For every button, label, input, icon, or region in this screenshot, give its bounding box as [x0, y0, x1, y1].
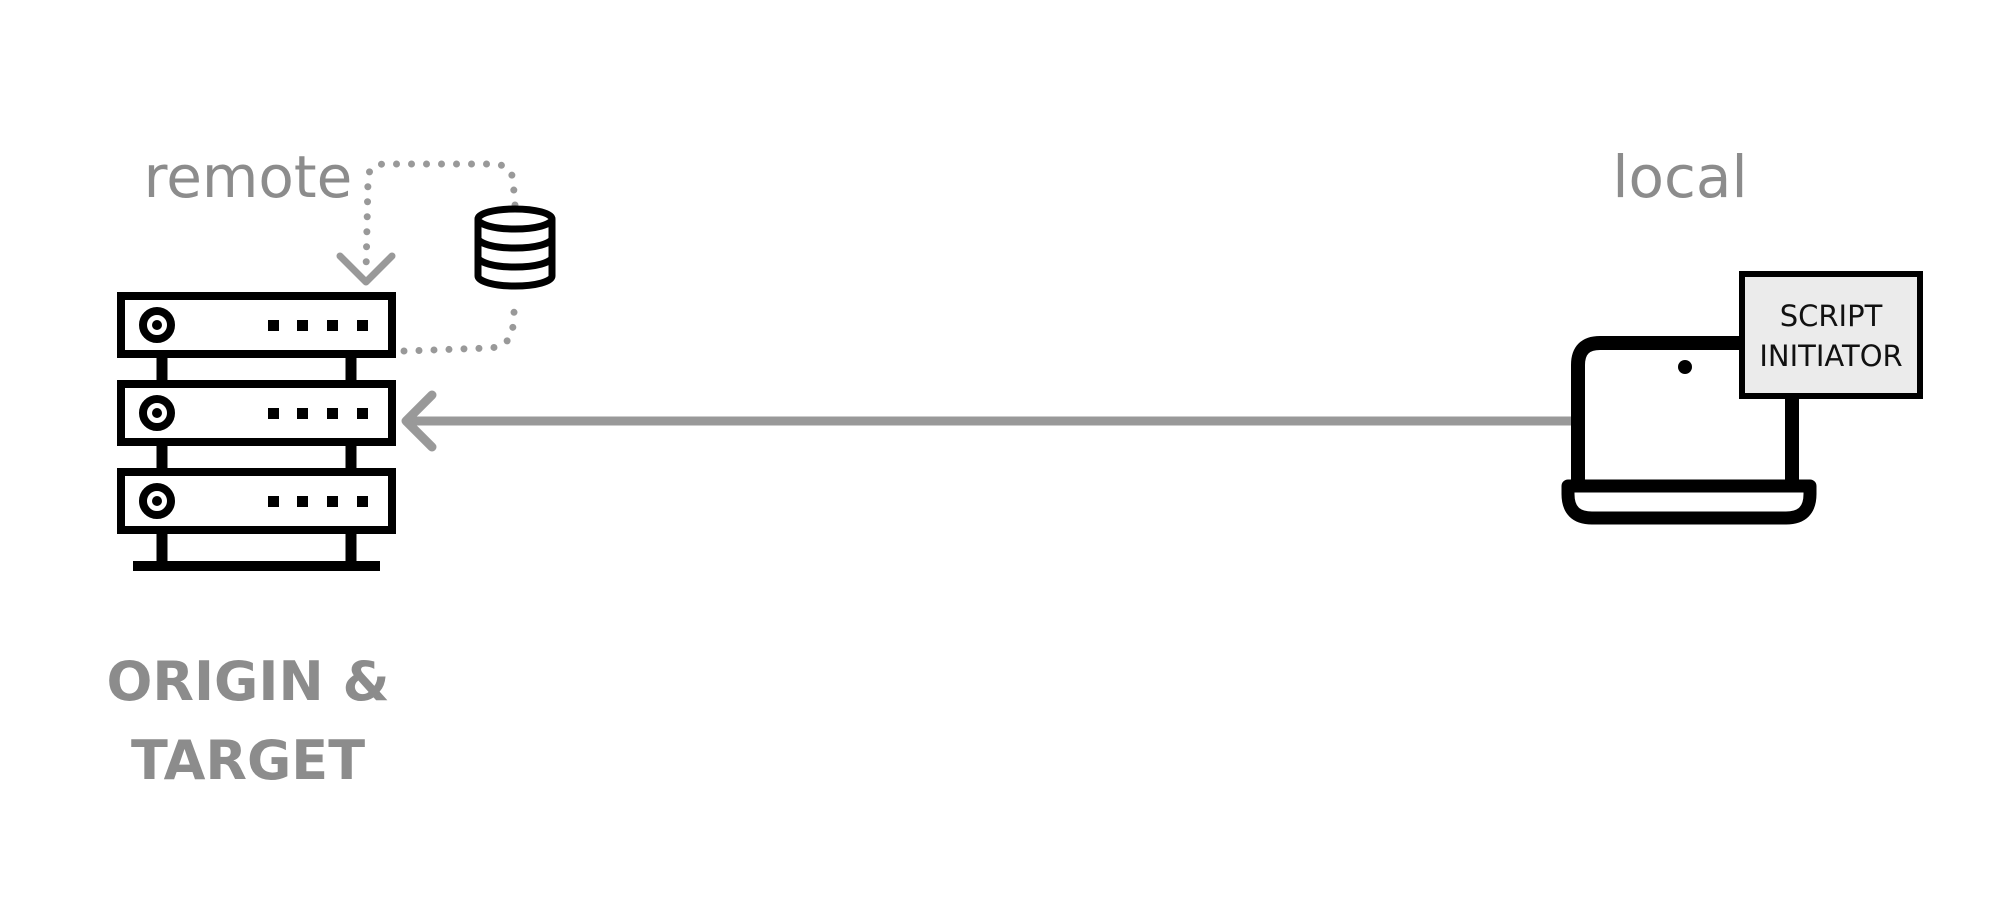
origin-target-label-line2: TARGET: [131, 729, 365, 792]
local-label: local: [1612, 143, 1747, 211]
origin-target-label-line1: ORIGIN &: [106, 650, 389, 713]
script-initiator-label-line2: INITIATOR: [1759, 339, 1902, 373]
script-initiator-sign: SCRIPT INITIATOR: [1739, 271, 1923, 482]
script-initiator-label-line1: SCRIPT: [1780, 299, 1883, 333]
remote-label: remote: [144, 143, 353, 211]
server-rack-icon: [117, 292, 396, 571]
dotted-loop-arrowhead: [336, 252, 396, 286]
database-icon: [474, 205, 556, 290]
connection-arrowhead: [401, 390, 437, 452]
dotted-loop-connector: [362, 160, 519, 355]
